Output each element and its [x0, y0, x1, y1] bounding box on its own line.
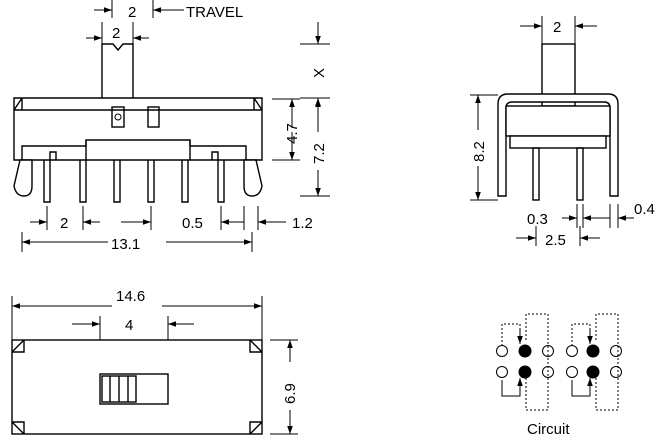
height-4-7-label: 4.7: [284, 123, 301, 144]
top-length-value: 14.6: [116, 288, 145, 305]
mounting-leg-right: [243, 159, 263, 197]
overall-length-value: 13.1: [111, 236, 140, 253]
circuit-common-terminal: [518, 344, 532, 358]
top-width-dimension: 6.9: [270, 339, 299, 435]
side-housing: [497, 93, 619, 197]
side-body: [505, 105, 611, 137]
circuit-label: Circuit: [527, 421, 570, 438]
actuator-width-value: 2: [112, 25, 120, 42]
switch-body: [13, 97, 263, 161]
side-actuator-width-dimension: 2: [520, 16, 597, 44]
height-7-2-label: 7.2: [311, 143, 328, 164]
knob-slot: [99, 373, 169, 405]
side-pin-thickness-value: 0.4: [634, 201, 655, 218]
top-view: 14.6 4 6.9: [11, 288, 299, 435]
contact-window-left: [111, 106, 125, 128]
knob-travel-value: 4: [125, 317, 133, 334]
side-base: [509, 135, 607, 149]
pin-spacing-value: 0.5: [182, 215, 203, 232]
circuit-terminal: [496, 366, 508, 378]
circuit-terminal: [610, 366, 622, 378]
actuator-width-dimension: 2: [86, 22, 149, 44]
pitch-value: 2: [60, 215, 68, 232]
overall-length-dimension: 13.1: [21, 232, 253, 253]
side-pin-thickness-dimension: 0.4: [598, 201, 655, 228]
circuit-common-terminal: [518, 365, 532, 379]
mounting-leg-left: [13, 159, 33, 197]
actuator: [101, 43, 134, 98]
slide-knob: [101, 375, 137, 403]
circuit-diagram: Circuit: [496, 313, 622, 438]
pin-spacing-dimension: 0.5: [121, 206, 244, 232]
top-length-dimension: 14.6: [11, 288, 263, 340]
side-pin-width-value: 0.3: [527, 211, 548, 228]
top-width-value: 6.9: [282, 383, 299, 404]
front-view: 2 TRAVEL 2: [13, 0, 330, 253]
circuit-terminal: [610, 345, 622, 357]
travel-value: 2: [128, 4, 136, 21]
side-pin-row-value: 2.5: [545, 232, 566, 249]
height-7-2-dimension: 7.2: [300, 99, 330, 197]
circuit-terminal: [566, 345, 578, 357]
circuit-terminal: [542, 345, 554, 357]
side-pin-width-dimension: 0.3: [527, 204, 598, 228]
side-pin-left: [532, 147, 540, 201]
travel-dimension: 2 TRAVEL: [94, 0, 243, 21]
circuit-common-terminal: [586, 344, 600, 358]
pin-width-dimension: 1.2: [243, 206, 313, 232]
circuit-terminal: [566, 366, 578, 378]
side-height-dimension: 8.2: [470, 94, 498, 201]
side-height-value: 8.2: [471, 141, 488, 162]
side-view: 2 8.2 0.3 0.4: [470, 16, 655, 249]
circuit-terminal: [542, 366, 554, 378]
height-4-7-dimension: 4.7: [272, 98, 301, 161]
contact-window-right: [147, 106, 160, 128]
pitch-dimension: 2: [30, 206, 100, 232]
side-actuator-width-value: 2: [553, 19, 561, 36]
side-pin-right: [576, 147, 584, 201]
pin-width-value: 1.2: [292, 215, 313, 232]
solder-pins: [43, 151, 225, 203]
circuit-common-terminal: [586, 365, 600, 379]
travel-label: TRAVEL: [186, 4, 243, 21]
stroke-x-label: X: [311, 68, 328, 78]
circuit-terminal: [496, 345, 508, 357]
stroke-dimension: X: [300, 22, 330, 120]
side-pin-row-dimension: 2.5: [516, 226, 600, 249]
